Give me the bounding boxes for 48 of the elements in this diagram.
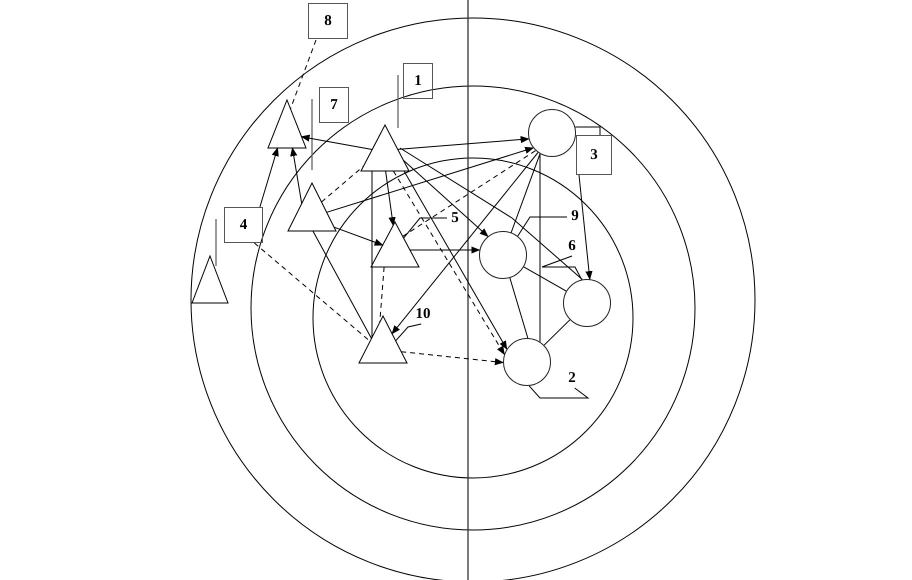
leader-line [542, 256, 582, 280]
arrow [300, 134, 373, 150]
leader-line [403, 218, 448, 239]
arrow [290, 147, 302, 204]
arrow [397, 136, 530, 150]
connector-line [544, 319, 570, 346]
connector-line [312, 230, 372, 339]
circle-node [503, 338, 551, 386]
connector-line [509, 278, 528, 338]
label-box: 8 [308, 3, 348, 39]
label-box: 7 [319, 87, 349, 123]
triangle-node [267, 99, 307, 149]
leader-line [395, 324, 422, 342]
label-box: 3 [576, 135, 612, 175]
leader-line [528, 385, 590, 398]
connector-line [400, 148, 583, 280]
triangle-node [370, 221, 420, 268]
leader-line [290, 40, 316, 110]
callout-number: 9 [567, 206, 583, 226]
arrow [409, 246, 480, 254]
triangle-node [191, 255, 229, 304]
circle-node [479, 231, 527, 279]
dashed-line [402, 150, 536, 237]
callout-number: 5 [447, 208, 463, 228]
leader-line [254, 242, 371, 342]
arrow [402, 160, 489, 237]
triangle-node [360, 124, 410, 172]
leader-line [574, 126, 600, 136]
dashed-arrow [400, 351, 504, 366]
label-box: 4 [224, 207, 263, 243]
leader-line [517, 216, 568, 237]
circle-node [563, 279, 611, 327]
arrow [334, 226, 384, 246]
callout-number: 10 [412, 304, 434, 324]
triangle-node [358, 315, 408, 364]
arrow [326, 146, 534, 213]
connector-line [523, 266, 567, 292]
arrow [392, 152, 538, 334]
arrow [385, 170, 396, 226]
circle-node [528, 109, 576, 157]
connector-line [510, 153, 540, 233]
callout-number: 6 [564, 236, 580, 256]
dashed-line [321, 166, 364, 202]
arrow [259, 147, 279, 208]
callout-number: 2 [564, 368, 580, 388]
arrow [578, 174, 593, 280]
triangle-node [287, 182, 337, 232]
label-box: 1 [403, 63, 433, 99]
